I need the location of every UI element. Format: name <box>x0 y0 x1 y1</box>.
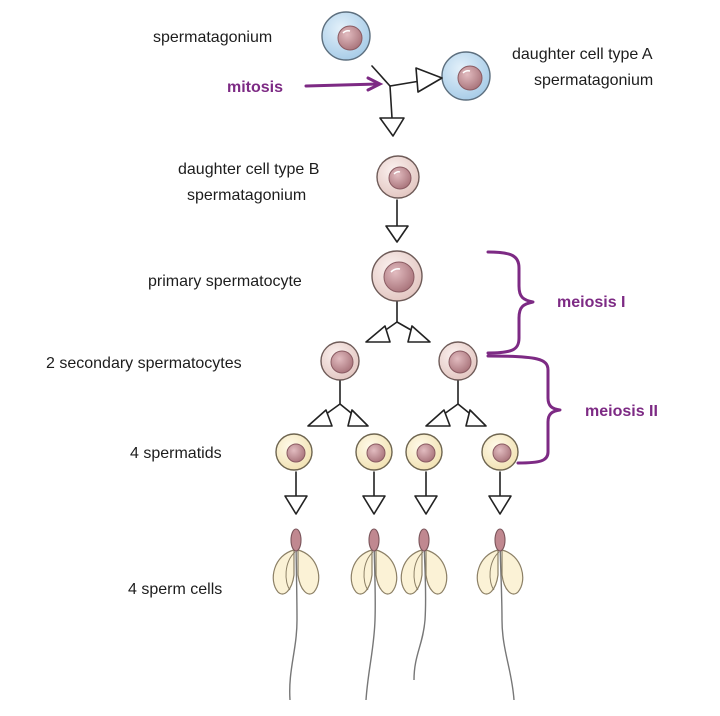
type-b-spermatogonium-cell <box>376 155 420 199</box>
sperm-cell-3 <box>400 528 448 681</box>
spermatid-1 <box>275 433 313 471</box>
label-primary-spermatocyte: primary spermatocyte <box>148 273 302 290</box>
label-sperm-cells: 4 sperm cells <box>128 581 222 598</box>
meiosis2-split-arrow-right <box>425 380 487 427</box>
sperm-cell-2 <box>350 528 398 701</box>
meiosis1-bracket <box>486 250 535 355</box>
sperm-cell-1 <box>272 528 320 701</box>
label-spermatids: 4 spermatids <box>130 445 222 462</box>
label-mitosis: mitosis <box>227 79 283 96</box>
meiosis2-bracket <box>486 354 562 465</box>
type-a-spermatogonium-cell <box>441 51 491 101</box>
label-meiosis1: meiosis I <box>557 294 625 311</box>
sperm-cell-4 <box>476 528 524 701</box>
meiosis2-split-arrow-left <box>307 380 369 427</box>
mitosis-pointer-arrow <box>304 76 384 92</box>
label-meiosis2: meiosis II <box>585 403 658 420</box>
label-secondary-spermatocytes: 2 secondary spermatocytes <box>46 355 242 372</box>
spermatid-3 <box>405 433 443 471</box>
arrow-typeb-to-primary <box>385 199 409 243</box>
spermatid-4 <box>481 433 519 471</box>
label-type-b-line2: spermatagonium <box>187 187 306 204</box>
mitosis-split-arrow <box>371 65 443 137</box>
label-spermatogonium: spermatagonium <box>153 29 272 46</box>
label-type-a-line1: daughter cell type A <box>512 46 653 63</box>
label-type-b-line1: daughter cell type B <box>178 161 319 178</box>
spermatid-2 <box>355 433 393 471</box>
meiosis1-split-arrow <box>365 301 431 343</box>
secondary-spermatocyte-left <box>320 341 360 381</box>
primary-spermatocyte-cell <box>371 250 423 302</box>
secondary-spermatocyte-right <box>438 341 478 381</box>
label-type-a-line2: spermatagonium <box>534 72 653 89</box>
spermatogonium-cell <box>321 11 371 61</box>
arrows-spermatid-to-sperm <box>284 471 512 515</box>
